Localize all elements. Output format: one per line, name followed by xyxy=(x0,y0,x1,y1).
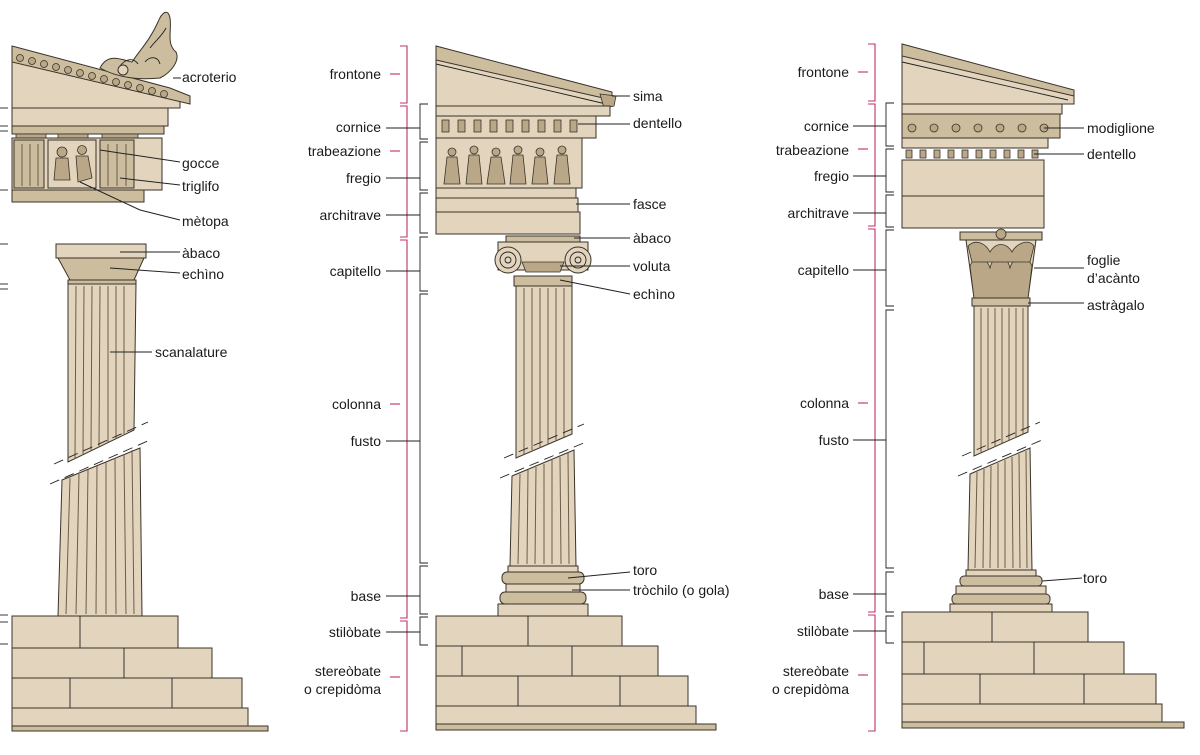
label-fusto: fusto xyxy=(351,433,382,449)
ionic-dentils xyxy=(441,119,578,133)
ionic-frieze xyxy=(435,137,583,189)
corinthian-entablature xyxy=(901,159,1045,229)
gocce-drops xyxy=(15,133,139,139)
doric-left-brackets xyxy=(0,107,8,645)
label-base: base xyxy=(819,586,850,602)
doric-capital xyxy=(55,243,147,285)
corinthian-sub-brackets xyxy=(853,102,894,644)
label-modiglione: modiglione xyxy=(1087,120,1155,136)
label-cornice: cornice xyxy=(804,118,849,134)
ionic-base xyxy=(497,565,589,617)
label-fregio: fregio xyxy=(814,168,849,184)
label-scanalature: scanalature xyxy=(155,344,228,360)
label-stilobate: stilòbate xyxy=(797,623,849,639)
doric-shaft xyxy=(49,283,151,617)
ionic-steps xyxy=(435,615,717,731)
doric-leaders xyxy=(79,149,181,353)
label-acanto: d’acànto xyxy=(1087,270,1140,286)
ionic-architrave xyxy=(435,187,581,235)
label-gocce: gocce xyxy=(182,155,220,171)
corinthian-capital xyxy=(959,228,1043,307)
triglyph xyxy=(99,139,135,189)
corinthian-order: frontone cornice trabeazione fregio arch… xyxy=(772,43,1185,732)
ionic-sub-brackets xyxy=(386,103,428,646)
label-frontone: frontone xyxy=(330,66,382,82)
label-fasce: fasce xyxy=(633,196,667,212)
label-astragalo: astràgalo xyxy=(1087,297,1145,313)
corinthian-base xyxy=(949,569,1053,613)
label-metopa: mètopa xyxy=(182,213,229,229)
ionic-shaft xyxy=(499,285,587,567)
doric-order: acroterio gocce triglifo mètopa àbaco ec… xyxy=(0,11,269,732)
label-frontone: frontone xyxy=(798,64,850,80)
label-dentello: dentello xyxy=(1087,146,1136,162)
label-stereobate: stereòbate xyxy=(783,663,849,679)
label-crepidoma: o crepidòma xyxy=(772,681,849,697)
corinthian-pediment xyxy=(901,43,1075,105)
corinthian-steps xyxy=(901,611,1185,729)
label-crepidoma: o crepidòma xyxy=(304,681,381,697)
acroterion-ornament xyxy=(99,11,181,80)
label-acroterio: acroterio xyxy=(182,69,237,85)
ionic-order: frontone cornice trabeazione fregio arch… xyxy=(304,45,730,732)
metope-relief xyxy=(47,139,97,189)
doric-frieze xyxy=(11,137,163,203)
ionic-leaders xyxy=(559,95,631,591)
label-foglie: foglie xyxy=(1087,252,1121,268)
label-voluta: voluta xyxy=(633,258,671,274)
corinthian-dentils xyxy=(905,149,1039,159)
label-architrave: architrave xyxy=(320,207,382,223)
label-trabeazione: trabeazione xyxy=(776,142,849,158)
label-capitello: capitello xyxy=(798,262,850,278)
label-cornice: cornice xyxy=(336,119,381,135)
label-triglifo: triglifo xyxy=(182,178,220,194)
label-stilobate: stilòbate xyxy=(329,624,381,640)
doric-cornice-ornament xyxy=(16,54,168,98)
label-colonna: colonna xyxy=(332,396,381,412)
label-trochilo: tròchilo (o gola) xyxy=(633,582,730,598)
label-abaco: àbaco xyxy=(182,245,220,261)
corinthian-shaft xyxy=(957,305,1043,571)
triglyph xyxy=(13,139,45,189)
label-colonna: colonna xyxy=(800,395,849,411)
corinthian-cornice xyxy=(901,103,1063,159)
label-architrave: architrave xyxy=(788,205,850,221)
label-echino: echìno xyxy=(633,286,675,302)
label-base: base xyxy=(351,588,382,604)
label-fregio: fregio xyxy=(346,170,381,186)
label-stereobate: stereòbate xyxy=(315,663,381,679)
ionic-frieze-figures xyxy=(443,145,571,185)
ionic-cornice xyxy=(435,105,611,139)
doric-pediment xyxy=(11,45,191,139)
corinthian-brackets xyxy=(858,43,876,732)
label-toro: toro xyxy=(1083,570,1107,586)
label-fusto: fusto xyxy=(819,432,850,448)
label-abaco: àbaco xyxy=(633,230,671,246)
label-trabeazione: trabeazione xyxy=(308,143,381,159)
label-sima: sima xyxy=(633,88,663,104)
ionic-capital xyxy=(494,235,592,287)
ionic-brackets xyxy=(390,45,408,732)
label-toro: toro xyxy=(633,562,657,578)
label-capitello: capitello xyxy=(330,263,382,279)
ionic-pediment xyxy=(435,45,617,109)
label-echino: echìno xyxy=(182,266,224,282)
corinthian-leaders xyxy=(1028,127,1084,582)
label-dentello: dentello xyxy=(633,115,682,131)
doric-steps xyxy=(11,615,269,732)
